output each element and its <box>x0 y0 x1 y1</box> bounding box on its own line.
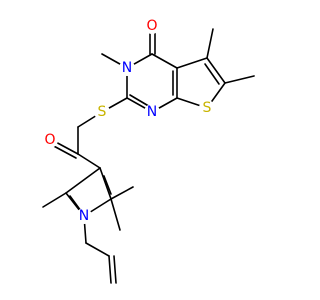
bond <box>65 167 101 194</box>
sulfur-atom-label: S <box>98 104 107 120</box>
sulfur-atom-label: S <box>203 100 212 116</box>
nitrogen-atom-label: N <box>147 104 157 120</box>
bond <box>224 75 255 84</box>
bond <box>42 192 67 208</box>
bond <box>85 242 110 257</box>
bond <box>108 255 112 284</box>
nitrogen-atom-label: N <box>122 60 132 76</box>
bond <box>69 195 82 212</box>
oxygen-atom-label: O <box>146 18 157 34</box>
molecule-structure: O N N S S O N <box>42 18 255 284</box>
bond <box>113 255 117 284</box>
nitrogen-atom-label: N <box>79 208 89 224</box>
atom-label-layer: O N N S S O N <box>42 18 215 224</box>
bond <box>206 57 226 84</box>
bond <box>110 198 121 231</box>
bond <box>99 167 112 200</box>
bond <box>206 28 214 59</box>
bond <box>176 57 208 69</box>
oxygen-atom-label: O <box>44 132 55 148</box>
bond <box>151 53 178 69</box>
bond <box>103 175 112 195</box>
bond <box>204 63 220 85</box>
bond <box>77 153 101 169</box>
bond <box>110 186 134 200</box>
bond-layer <box>42 25 255 284</box>
